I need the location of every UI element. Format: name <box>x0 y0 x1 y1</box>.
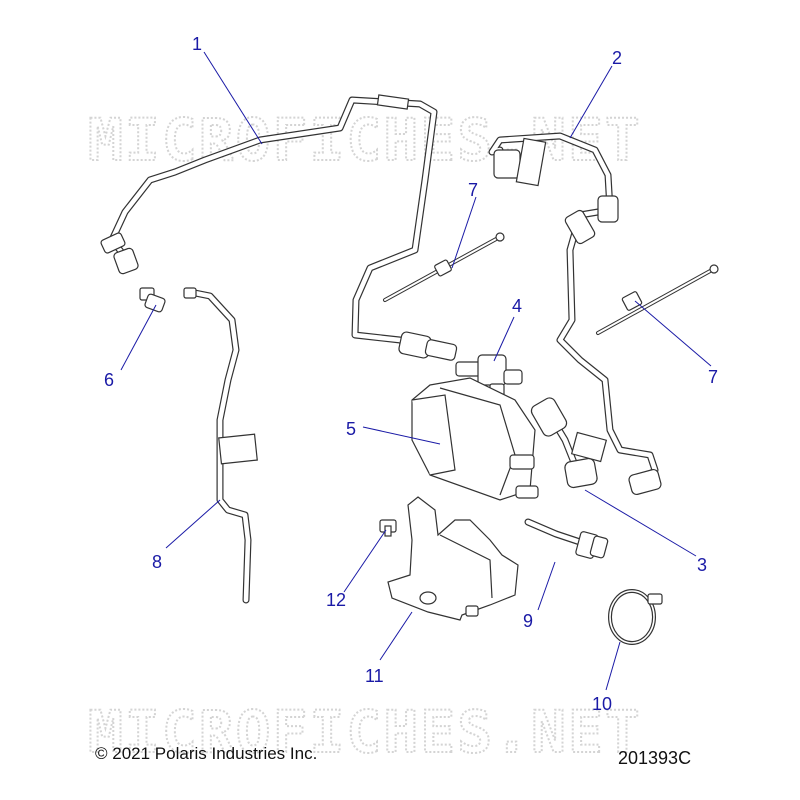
callout-12: 12 <box>326 590 346 610</box>
part-11-bracket <box>387 496 519 621</box>
copyright-notice: © 2021 Polaris Industries Inc. <box>95 744 318 763</box>
callout-7-right: 7 <box>708 367 718 387</box>
part-3-elbow-hose <box>530 397 608 489</box>
callout-9: 9 <box>523 611 533 631</box>
watermark-top: MICROFICHES.NET <box>88 106 642 174</box>
callout-4: 4 <box>512 296 522 316</box>
callout-7-left: 7 <box>468 180 478 200</box>
callout-3: 3 <box>697 555 707 575</box>
callout-8: 8 <box>152 552 162 572</box>
part-2-vent-hose <box>488 132 662 496</box>
part-8-drain-hose <box>183 287 258 604</box>
callout-2: 2 <box>612 48 622 68</box>
part-9-hose <box>524 518 609 559</box>
callout-11: 11 <box>365 666 384 686</box>
part-1-vent-hose <box>100 94 458 361</box>
part-7-cable-tie-left <box>383 232 505 302</box>
callout-6: 6 <box>104 370 114 390</box>
part-5-canister <box>411 377 539 501</box>
callout-10: 10 <box>592 694 612 714</box>
callout-5: 5 <box>346 419 356 439</box>
leader-lines <box>120 51 712 691</box>
part-7-cable-tie-right <box>596 264 719 335</box>
watermark-bottom: MICROFICHES.NET <box>88 698 642 766</box>
part-6-fitting <box>139 287 166 313</box>
callout-1: 1 <box>192 34 202 54</box>
part-12-bolt <box>379 519 397 537</box>
part-10-clamp <box>608 589 663 645</box>
drawing-number: 201393C <box>618 748 692 768</box>
